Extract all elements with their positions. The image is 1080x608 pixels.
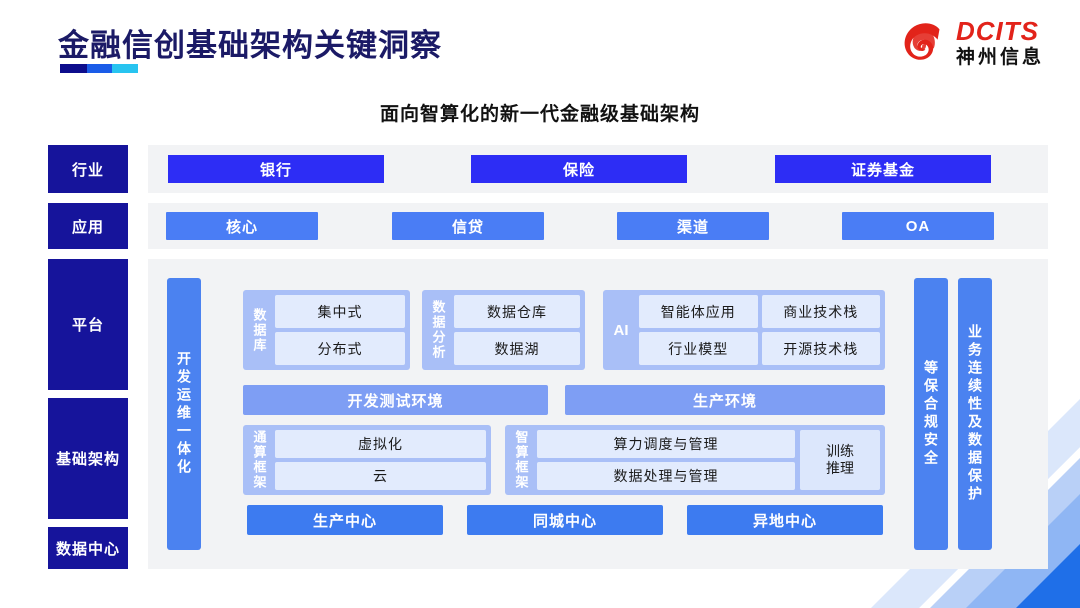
platform-group-data-analysis: 数据分析 数据仓库 数据湖 — [422, 290, 585, 370]
swirl-logo-icon — [904, 23, 940, 60]
slide-subtitle: 面向智算化的新一代金融级基础架构 — [379, 104, 700, 125]
tile-data-warehouse[interactable]: 数据仓库 — [454, 295, 580, 328]
group-title-intelligent-compute: 智算框架 — [513, 430, 529, 490]
tile-opensource-tech-stack[interactable]: 开源技术栈 — [761, 332, 880, 365]
infra-group-general-compute: 通算框架 虚拟化 云 — [243, 425, 491, 495]
platform-group-database: 数据库 集中式 分布式 — [243, 290, 410, 370]
application-item-channel[interactable]: 渠道 — [617, 212, 769, 240]
application-item-credit[interactable]: 信贷 — [392, 212, 544, 240]
group-title-ai: AI — [613, 321, 629, 339]
tile-compute-scheduling[interactable]: 算力调度与管理 — [537, 430, 795, 458]
row-label-platform: 平台 — [48, 259, 128, 390]
tile-cloud[interactable]: 云 — [275, 462, 486, 490]
tile-data-processing[interactable]: 数据处理与管理 — [537, 462, 795, 490]
datacenter-remote-center[interactable]: 异地中心 — [687, 505, 883, 535]
side-column-devops[interactable]: 开发运维一体化 — [167, 278, 201, 550]
title-accent-bar — [60, 64, 138, 73]
group-title-general-compute: 通算框架 — [251, 430, 267, 490]
group-title-database: 数据库 — [251, 307, 267, 353]
tile-train-inference[interactable]: 训练 推理 — [800, 430, 880, 490]
group-title-data-analysis: 数据分析 — [430, 300, 446, 360]
logo-text-en: DCITS — [955, 16, 1039, 46]
environment-production[interactable]: 生产环境 — [565, 385, 885, 415]
tile-industry-model[interactable]: 行业模型 — [639, 332, 758, 365]
datacenter-local-center[interactable]: 同城中心 — [467, 505, 663, 535]
datacenter-production-center[interactable]: 生产中心 — [247, 505, 443, 535]
company-logo: DCITS 神州信息 — [900, 18, 1044, 67]
side-column-compliance-security[interactable]: 等保合规安全 — [914, 278, 948, 550]
application-item-core[interactable]: 核心 — [166, 212, 318, 240]
accent-segment-2 — [86, 64, 113, 73]
industry-item-bank[interactable]: 银行 — [168, 155, 384, 183]
row-label-application: 应用 — [48, 203, 128, 249]
logo-text-cn: 神州信息 — [955, 47, 1044, 68]
tile-virtualization[interactable]: 虚拟化 — [275, 430, 486, 458]
page-title: 金融信创基础架构关键洞察 — [58, 28, 442, 63]
accent-segment-3 — [112, 64, 138, 73]
side-column-business-continuity[interactable]: 业务连续性及数据保护 — [958, 278, 992, 550]
infra-group-intelligent-compute: 智算框架 算力调度与管理 数据处理与管理 训练 推理 — [505, 425, 885, 495]
tile-centralized[interactable]: 集中式 — [275, 295, 405, 328]
application-item-oa[interactable]: OA — [842, 212, 994, 240]
tile-agent-application[interactable]: 智能体应用 — [639, 295, 758, 328]
tile-data-lake[interactable]: 数据湖 — [454, 332, 580, 365]
tile-distributed[interactable]: 分布式 — [275, 332, 405, 365]
industry-item-insurance[interactable]: 保险 — [471, 155, 687, 183]
row-label-industry: 行业 — [48, 145, 128, 193]
environment-dev-test[interactable]: 开发测试环境 — [243, 385, 548, 415]
row-label-datacenter: 数据中心 — [48, 527, 128, 569]
row-label-infrastructure: 基础架构 — [48, 398, 128, 519]
stripe-5 — [1062, 378, 1080, 608]
accent-segment-1 — [60, 64, 87, 73]
tile-commercial-tech-stack[interactable]: 商业技术栈 — [761, 295, 880, 328]
industry-item-securities-fund[interactable]: 证券基金 — [775, 155, 991, 183]
platform-group-ai: AI 智能体应用 商业技术栈 行业模型 开源技术栈 — [603, 290, 885, 370]
